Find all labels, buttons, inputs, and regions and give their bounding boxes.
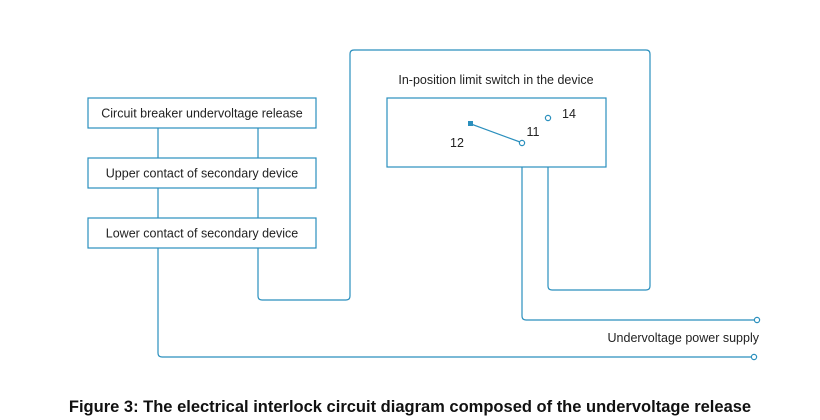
switch-terminal-11 <box>518 139 526 147</box>
lower-contact-box <box>87 217 317 249</box>
power-supply-label: Undervoltage power supply <box>608 331 760 345</box>
limit-switch-box <box>386 97 607 168</box>
upper-contact-box <box>87 157 317 189</box>
supply-terminal-bottom <box>750 353 758 361</box>
switch-contact-lever <box>470 123 521 143</box>
undervoltage-release-label: Circuit breaker undervoltage release <box>101 107 303 121</box>
undervoltage-release-box <box>87 97 317 129</box>
upper-contact-label: Upper contact of secondary device <box>106 167 299 181</box>
terminal-12-label: 12 <box>450 136 464 150</box>
lower-contact-label: Lower contact of secondary device <box>106 227 299 241</box>
terminal-14-label: 14 <box>562 107 576 121</box>
terminal-11-label: 11 <box>527 125 540 139</box>
wire-lower-contact-to-supply <box>157 248 751 358</box>
wire-lower-contact-to-switch-14 <box>257 49 651 301</box>
limit-switch-title: In-position limit switch in the device <box>398 73 593 87</box>
switch-pivot-12 <box>468 121 473 126</box>
wire-switch-11-to-supply <box>521 145 754 321</box>
switch-terminal-14 <box>544 114 552 122</box>
figure-caption: Figure 3: The electrical interlock circu… <box>68 398 752 416</box>
supply-terminal-top <box>753 316 761 324</box>
